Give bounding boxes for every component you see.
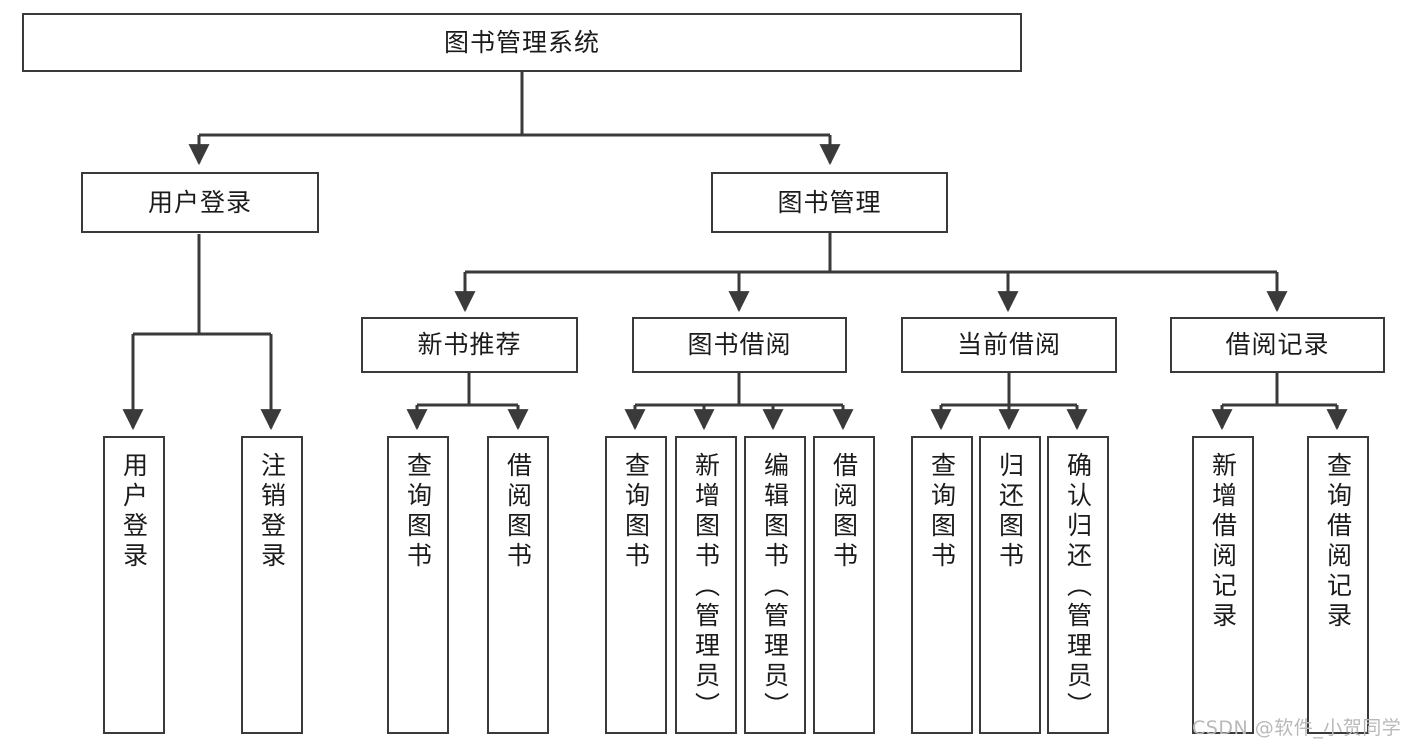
leaf-label: 确认归还（管理员） xyxy=(1063,452,1093,722)
leaf-book-borrow-query-book[interactable]: 查询图书 xyxy=(605,436,667,734)
node-book-management[interactable]: 图书管理 xyxy=(711,172,948,233)
node-borrow-record-label: 借阅记录 xyxy=(1225,330,1330,359)
leaf-label: 查询借阅记录 xyxy=(1323,452,1353,632)
leaf-label: 用户登录 xyxy=(119,452,149,572)
leaf-label: 新增图书（管理员） xyxy=(691,452,721,722)
leaf-user-login-login[interactable]: 用户登录 xyxy=(103,436,165,734)
node-borrow-record[interactable]: 借阅记录 xyxy=(1170,317,1385,373)
node-current-borrow-label: 当前借阅 xyxy=(956,330,1061,359)
leaf-current-borrow-query-book[interactable]: 查询图书 xyxy=(911,436,973,734)
node-root-label: 图书管理系统 xyxy=(443,27,600,57)
leaf-current-borrow-return-book[interactable]: 归还图书 xyxy=(979,436,1041,734)
node-user-login[interactable]: 用户登录 xyxy=(81,172,319,233)
leaf-borrow-record-add-record[interactable]: 新增借阅记录 xyxy=(1192,436,1254,734)
leaf-current-borrow-confirm-return[interactable]: 确认归还（管理员） xyxy=(1047,436,1109,734)
node-current-borrow[interactable]: 当前借阅 xyxy=(901,317,1117,373)
node-book-management-label: 图书管理 xyxy=(777,187,882,217)
leaf-label: 编辑图书（管理员） xyxy=(760,452,790,722)
leaf-book-borrow-borrow-book[interactable]: 借阅图书 xyxy=(813,436,875,734)
watermark: CSDN @软件_小贺同学 xyxy=(1192,717,1402,739)
leaf-label: 查询图书 xyxy=(621,452,651,572)
leaf-label: 新增借阅记录 xyxy=(1208,452,1238,632)
leaf-borrow-record-query-record[interactable]: 查询借阅记录 xyxy=(1307,436,1369,734)
leaf-label: 借阅图书 xyxy=(503,452,533,572)
leaf-label: 查询图书 xyxy=(927,452,957,572)
node-root[interactable]: 图书管理系统 xyxy=(22,13,1022,72)
leaf-label: 借阅图书 xyxy=(829,452,859,572)
leaf-new-book-borrow-book[interactable]: 借阅图书 xyxy=(487,436,549,734)
leaf-book-borrow-edit-book[interactable]: 编辑图书（管理员） xyxy=(744,436,806,734)
leaf-label: 注销登录 xyxy=(257,452,287,572)
leaf-user-login-logout[interactable]: 注销登录 xyxy=(241,436,303,734)
node-user-login-label: 用户登录 xyxy=(147,187,252,217)
leaf-label: 查询图书 xyxy=(403,452,433,572)
node-new-book-recommend[interactable]: 新书推荐 xyxy=(361,317,578,373)
leaf-book-borrow-add-book[interactable]: 新增图书（管理员） xyxy=(675,436,737,734)
leaf-new-book-query-book[interactable]: 查询图书 xyxy=(387,436,449,734)
node-book-borrow[interactable]: 图书借阅 xyxy=(632,317,847,373)
node-book-borrow-label: 图书借阅 xyxy=(687,330,792,359)
node-new-book-recommend-label: 新书推荐 xyxy=(417,330,522,359)
leaf-label: 归还图书 xyxy=(995,452,1025,572)
